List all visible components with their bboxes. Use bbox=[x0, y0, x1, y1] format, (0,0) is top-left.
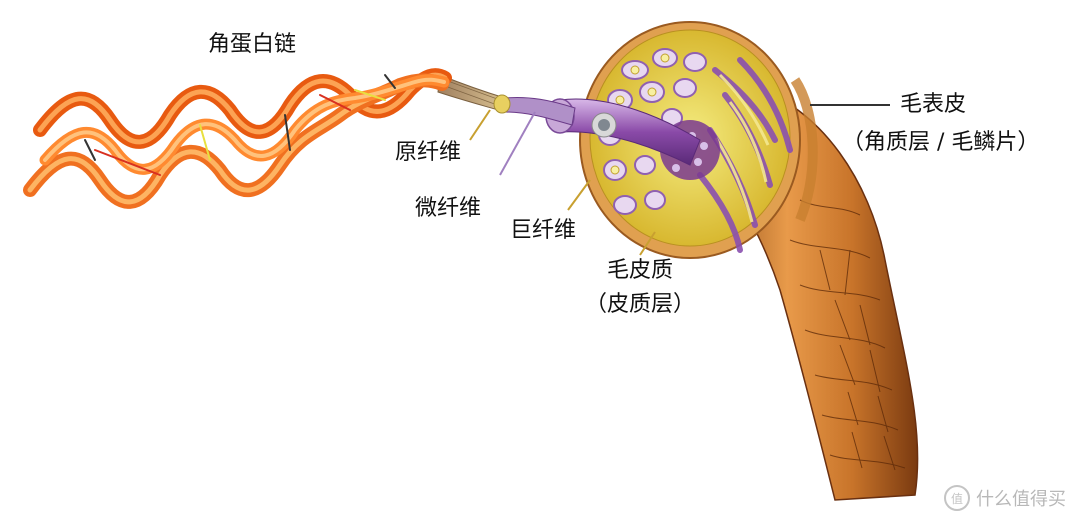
helix-cross-bonds bbox=[84, 74, 396, 176]
label-macrofibril: 巨纤维 bbox=[510, 218, 577, 243]
watermark: 值 什么值得买 bbox=[944, 485, 1066, 511]
leader-protofibril bbox=[469, 109, 491, 141]
watermark-logo-icon: 值 bbox=[944, 485, 970, 511]
leader-lines bbox=[469, 104, 890, 256]
leader-macrofibril bbox=[567, 179, 591, 211]
keratin-helix bbox=[23, 68, 452, 209]
protofibril-bundle bbox=[437, 74, 511, 114]
label-cortex-sub: （皮质层） bbox=[584, 292, 695, 317]
watermark-text: 什么值得买 bbox=[976, 489, 1066, 510]
leader-cortex bbox=[639, 231, 656, 256]
microfibril-strand bbox=[504, 97, 576, 126]
leader-microfibril bbox=[499, 111, 536, 176]
label-cuticle-sub: （角质层 / 毛鳞片） bbox=[842, 130, 1040, 155]
label-microfibril: 微纤维 bbox=[415, 196, 482, 221]
label-cortex: 毛皮质 bbox=[606, 258, 673, 283]
label-protofibril: 原纤维 bbox=[395, 140, 462, 165]
label-keratin-chain: 角蛋白链 bbox=[208, 32, 297, 57]
label-cuticle: 毛表皮 bbox=[900, 92, 967, 117]
